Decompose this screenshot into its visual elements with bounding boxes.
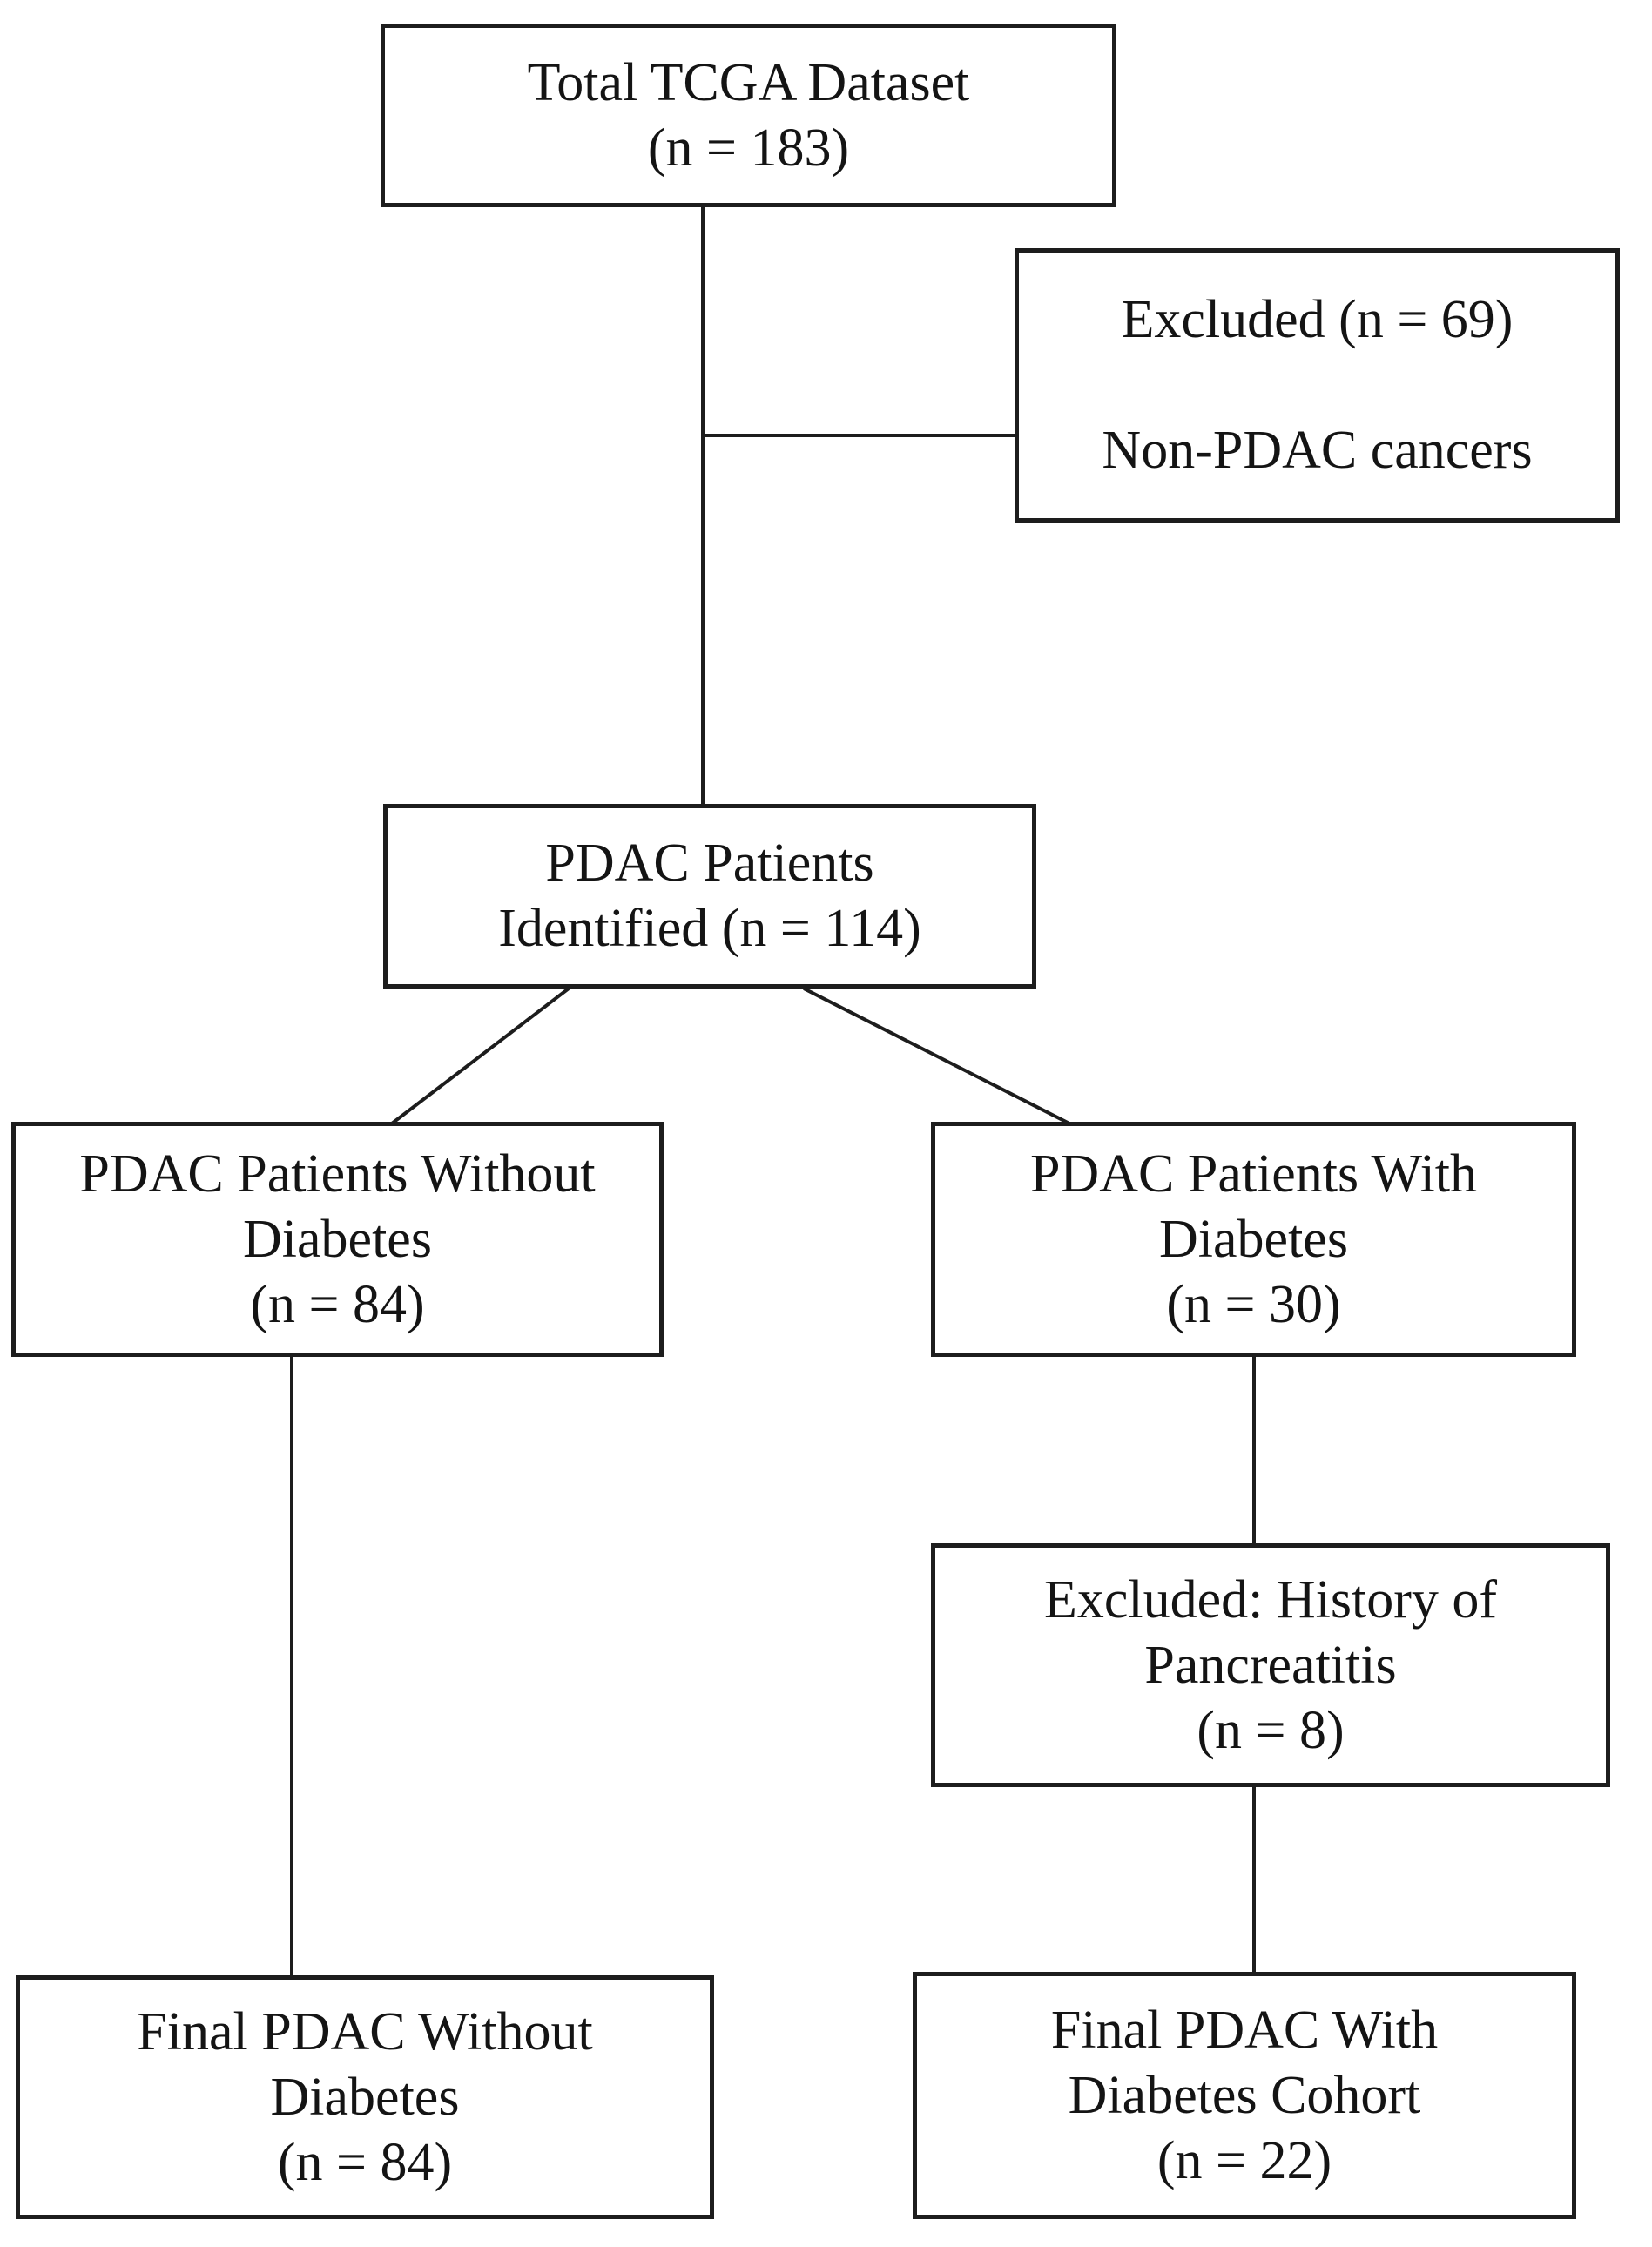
- box-text-line: Diabetes Cohort: [1068, 2065, 1421, 2125]
- box-text-line: PDAC Patients Without: [79, 1144, 596, 1204]
- box-text-line: Diabetes: [243, 1209, 432, 1269]
- connector-identified-to-without-diabetes: [390, 987, 570, 1125]
- box-text-line: Non-PDAC cancers: [1102, 421, 1533, 480]
- box-text-line: (n = 22): [1156, 2130, 1332, 2190]
- flow-box-pdac-patients-identified: PDAC Patients Identified (n = 114): [383, 804, 1036, 989]
- flow-box-final-pdac-without-diabetes: Final PDAC Without Diabetes (n = 84): [16, 1975, 714, 2219]
- box-text-line: Final PDAC Without: [137, 2001, 593, 2061]
- box-text-line: [1019, 353, 1615, 418]
- flow-box-total-tcga-dataset: Total TCGA Dataset (n = 183): [381, 24, 1116, 207]
- flow-box-final-pdac-with-diabetes-cohort: Final PDAC With Diabetes Cohort (n = 22): [913, 1972, 1576, 2219]
- box-text-line: Excluded: History of: [1043, 1569, 1497, 1630]
- flow-box-pdac-with-diabetes: PDAC Patients With Diabetes (n = 30): [931, 1122, 1576, 1357]
- flow-box-pdac-without-diabetes: PDAC Patients Without Diabetes (n = 84): [11, 1122, 664, 1357]
- box-text-line: PDAC Patients: [545, 833, 874, 893]
- box-text-line: Identified (n = 114): [498, 899, 921, 958]
- box-text-line: (n = 183): [647, 118, 850, 178]
- flow-box-excluded-non-pdac: Excluded (n = 69) Non-PDAC cancers: [1015, 248, 1620, 523]
- box-text-line: (n = 84): [250, 1274, 425, 1334]
- connector-identified-to-with-diabetes: [803, 987, 1070, 1125]
- box-text-line: Diabetes: [270, 2067, 460, 2127]
- box-text-line: (n = 84): [277, 2132, 453, 2192]
- flow-box-excluded-pancreatitis: Excluded: History of Pancreatitis (n = 8…: [931, 1543, 1610, 1787]
- box-text-line: Diabetes: [1159, 1209, 1348, 1269]
- box-text-line: Pancreatitis: [1144, 1635, 1397, 1695]
- box-text-line: PDAC Patients With: [1029, 1144, 1478, 1204]
- box-text-line: (n = 30): [1166, 1274, 1341, 1334]
- box-text-line: Excluded (n = 69): [1121, 290, 1514, 349]
- box-text-line: (n = 8): [1197, 1700, 1345, 1760]
- box-text-line: Final PDAC With: [1050, 2000, 1439, 2060]
- box-text-line: Total TCGA Dataset: [527, 52, 970, 112]
